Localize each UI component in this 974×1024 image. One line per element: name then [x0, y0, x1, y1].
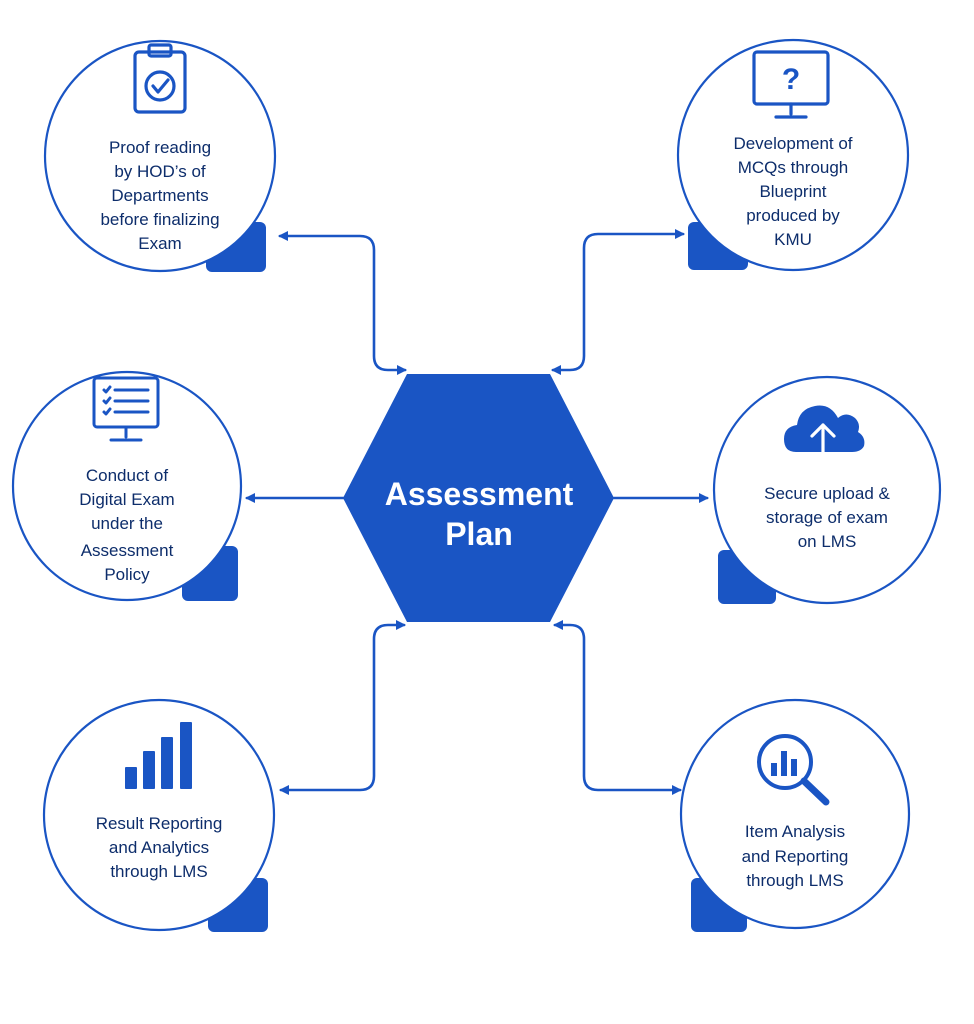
node-label-line: Departments: [111, 186, 208, 205]
center-title-line-1: Assessment: [385, 476, 574, 512]
node-label-line: Blueprint: [759, 182, 826, 201]
center-node: Assessment Plan: [343, 374, 614, 622]
node-circle: [43, 39, 277, 273]
node-label-line: under the: [91, 514, 163, 533]
node-digital-exam: Conduct of Digital Exam under the Assess…: [11, 370, 243, 602]
node-label-line: Result Reporting: [96, 814, 223, 833]
node-circle: [679, 698, 911, 930]
node-circle: [676, 38, 910, 272]
connector-item-analysis: [553, 620, 682, 795]
node-label-line: Secure upload &: [764, 484, 890, 503]
clipboard-check-icon: [133, 43, 187, 114]
node-secure-upload: Secure upload & storage of exam on LMS: [712, 375, 942, 605]
bar-chart-icon: [125, 722, 192, 789]
node-circle: [11, 370, 243, 602]
node-label-line: Policy: [104, 565, 150, 584]
question-mark-glyph: ?: [782, 63, 800, 96]
node-label-line: Digital Exam: [79, 490, 174, 509]
node-label-line: and Reporting: [742, 847, 849, 866]
monitor-question-icon: [752, 50, 830, 119]
node-result-reporting: Result Reporting and Analytics through L…: [42, 698, 276, 932]
cloud-upload-icon: [784, 405, 865, 462]
node-label-line: before finalizing: [100, 210, 219, 229]
connector-mcq-development: [551, 229, 685, 375]
node-label-line: produced by: [746, 206, 840, 225]
node-label-line: through LMS: [746, 871, 843, 890]
connector-result-reporting: [279, 620, 406, 795]
node-label-line: Assessment: [81, 541, 174, 560]
node-circle: [712, 375, 942, 605]
node-label-line: Exam: [138, 234, 181, 253]
connectors: [245, 229, 709, 795]
node-label-line: and Analytics: [109, 838, 209, 857]
node-label-line: by HOD’s of: [114, 162, 206, 181]
node-label-line: Conduct of: [86, 466, 168, 485]
node-label-line: Proof reading: [109, 138, 211, 157]
center-title-line-2: Plan: [445, 516, 513, 552]
node-mcq-development: ? Development of MCQs through Blueprint …: [676, 38, 910, 272]
node-label-line: through LMS: [110, 862, 207, 881]
node-label-line: MCQs through: [738, 158, 849, 177]
node-circle: [42, 698, 276, 932]
magnifier-chart-icon: [757, 734, 830, 806]
node-label-line: KMU: [774, 230, 812, 249]
node-label-line: on LMS: [798, 532, 857, 551]
center-hexagon: [343, 374, 614, 622]
node-label-line: Development of: [733, 134, 852, 153]
node-label-line: Item Analysis: [745, 822, 845, 841]
monitor-checklist-icon: [92, 376, 160, 442]
node-item-analysis: Item Analysis and Reporting through LMS: [679, 698, 911, 932]
connector-proof-reading: [278, 231, 407, 375]
node-label-line: storage of exam: [766, 508, 888, 527]
node-proof-reading: Proof reading by HOD’s of Departments be…: [43, 39, 277, 273]
